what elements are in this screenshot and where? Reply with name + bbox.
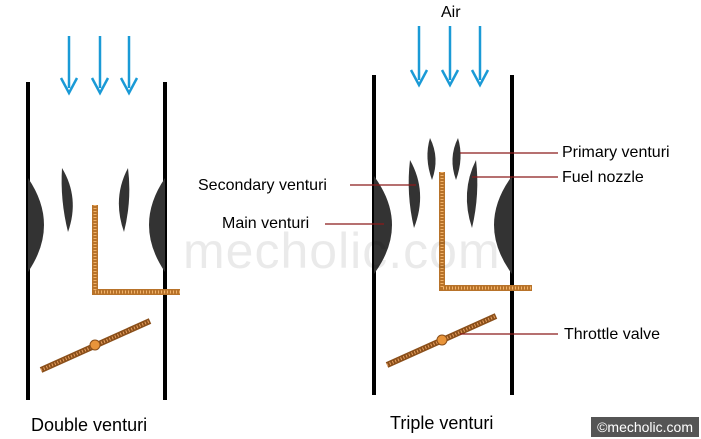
label-secondary-venturi: Secondary venturi — [198, 177, 327, 194]
air-arrow-1-head — [59, 77, 79, 96]
double-secondary-venturi-left — [61, 168, 73, 232]
watermark: mecholic.com — [183, 223, 501, 279]
air-arrow-2-head — [90, 77, 110, 96]
label-air: Air — [441, 4, 461, 21]
double-throttle-pivot — [89, 339, 101, 351]
double-fuel-nozzle — [92, 205, 180, 295]
label-fuel-nozzle: Fuel nozzle — [562, 169, 644, 186]
triple-primary-venturi-left — [427, 138, 436, 180]
caption-double-venturi: Double venturi — [31, 415, 148, 435]
triple-secondary-venturi-right — [466, 160, 478, 228]
double-main-venturi-left — [28, 178, 44, 272]
double-air-arrows — [59, 36, 139, 96]
label-throttle-valve: Throttle valve — [564, 326, 661, 343]
double-main-venturi-right — [149, 178, 165, 272]
triple-primary-venturi-right — [452, 138, 461, 180]
triple-venturi-assembly — [372, 26, 532, 395]
label-main-venturi: Main venturi — [222, 215, 310, 232]
label-primary-venturi: Primary venturi — [562, 144, 670, 161]
triple-main-venturi-right — [494, 176, 512, 274]
double-secondary-venturi-right — [118, 168, 130, 232]
triple-throttle-pivot — [436, 334, 448, 346]
triple-air-arrows — [409, 26, 490, 88]
triple-secondary-venturi-left — [408, 160, 421, 228]
caption-triple-venturi: Triple venturi — [390, 413, 494, 433]
copyright-badge: ©mecholic.com — [591, 417, 699, 437]
air-arrow-3-head — [119, 77, 139, 96]
leader-lines — [325, 152, 558, 335]
double-venturi-assembly — [26, 36, 180, 400]
triple-main-venturi-left — [374, 176, 392, 274]
triple-fuel-nozzle — [439, 172, 532, 291]
